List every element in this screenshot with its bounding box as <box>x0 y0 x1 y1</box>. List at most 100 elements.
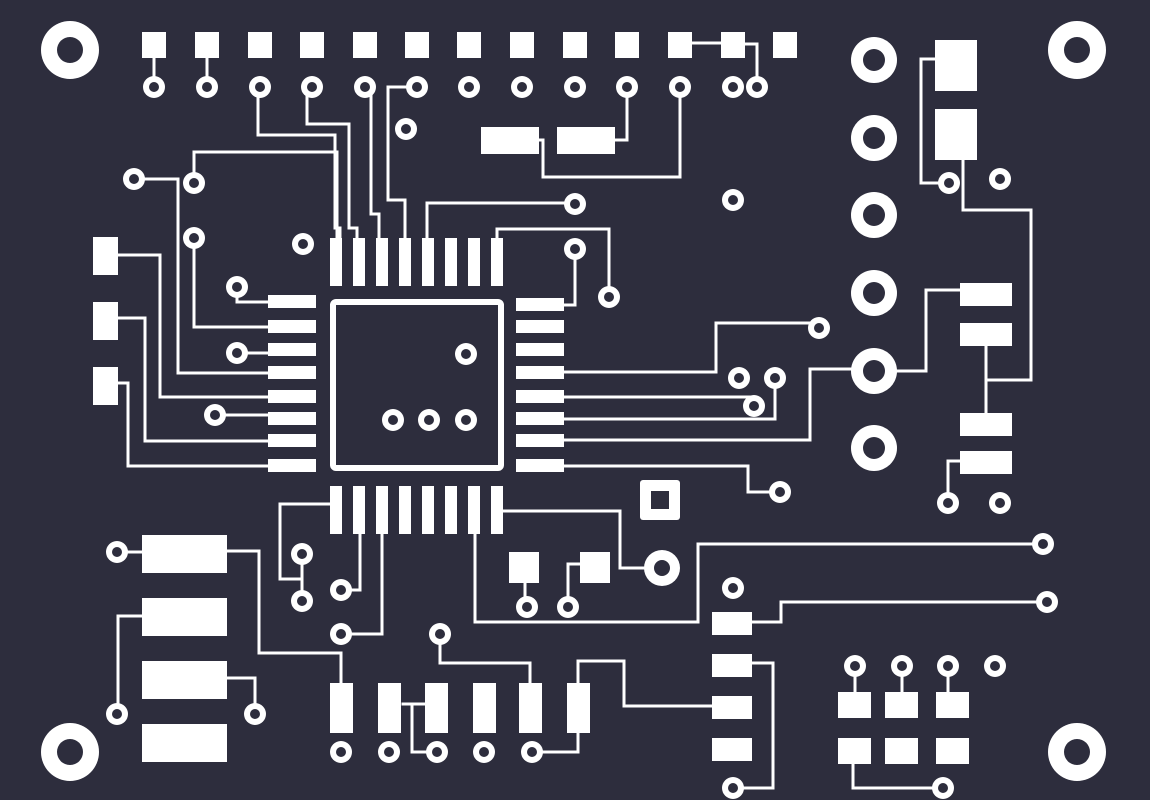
trace <box>612 85 629 142</box>
connector-pin-drill <box>863 282 885 304</box>
smd-pad-icon <box>195 32 219 58</box>
smd-pad-icon <box>268 390 316 403</box>
smd-pad-icon <box>510 32 534 58</box>
smd-pad-icon <box>516 298 564 311</box>
smd-pad-icon <box>268 366 316 379</box>
via-drill <box>943 661 953 671</box>
smd-pad-icon <box>268 343 316 356</box>
via-drill <box>570 199 580 209</box>
smd-pad-icon <box>516 366 564 379</box>
smd-pad-icon <box>376 238 388 286</box>
via-drill <box>563 602 573 612</box>
smd-pad-icon <box>516 320 564 333</box>
smd-pad-icon <box>838 738 871 764</box>
smd-pad-icon <box>353 32 377 58</box>
smd-pad-icon <box>885 738 918 764</box>
trace <box>386 85 419 242</box>
via-drill <box>112 709 122 719</box>
smd-pad-icon <box>353 486 365 534</box>
via-drill <box>897 661 907 671</box>
smd-pad-icon <box>935 109 977 160</box>
trace <box>561 464 782 494</box>
smd-pad-icon <box>445 486 457 534</box>
via-drill <box>479 747 489 757</box>
smd-pad-icon <box>142 535 227 573</box>
smd-pad-icon <box>93 367 118 405</box>
via-drill <box>675 82 685 92</box>
smd-pad-icon <box>885 692 918 718</box>
smd-pad-icon <box>773 32 797 58</box>
via-drill <box>850 661 860 671</box>
via-drill <box>189 233 199 243</box>
connector-pin-drill <box>863 360 885 382</box>
via-drill <box>412 82 422 92</box>
smd-pad-icon <box>457 32 481 58</box>
smd-pad-icon <box>268 459 316 472</box>
via-drill <box>1042 597 1052 607</box>
smd-pad-icon <box>668 32 692 58</box>
smd-pad-icon <box>712 696 752 719</box>
smd-pad-icon <box>935 40 977 91</box>
smd-pad-icon <box>330 486 342 534</box>
via-drill <box>388 415 398 425</box>
via-drill <box>250 709 260 719</box>
trace <box>495 227 611 299</box>
via-drill <box>604 292 614 302</box>
smd-pad-icon <box>509 552 539 583</box>
via-drill <box>129 174 139 184</box>
via-drill <box>461 349 471 359</box>
via-drill <box>749 401 759 411</box>
via-drill <box>432 747 442 757</box>
smd-pad-icon <box>268 295 316 308</box>
trace <box>851 762 945 790</box>
smd-pad-icon <box>142 724 227 762</box>
pad-layer <box>93 32 1012 764</box>
trace <box>561 376 777 421</box>
smd-pad-icon <box>516 390 564 403</box>
via-drill <box>728 583 738 593</box>
via-drill <box>752 82 762 92</box>
trace <box>278 502 332 581</box>
via-drill <box>570 244 580 254</box>
trace <box>566 562 582 609</box>
via-drill <box>210 410 220 420</box>
trace <box>401 702 439 754</box>
via-drill <box>232 282 242 292</box>
via-drill <box>995 174 1005 184</box>
smd-pad-icon <box>567 683 590 733</box>
via-drill <box>775 487 785 497</box>
trace <box>116 614 144 716</box>
smd-pad-icon <box>468 238 480 286</box>
via-drill <box>435 629 445 639</box>
smd-pad-icon <box>399 486 411 534</box>
trace <box>425 201 577 242</box>
trace <box>750 600 1049 624</box>
smd-pad-icon <box>468 486 480 534</box>
trace <box>192 236 270 329</box>
via-drill <box>622 82 632 92</box>
via-drill <box>202 82 212 92</box>
via-drill <box>401 124 411 134</box>
trace <box>501 509 652 570</box>
via-drill <box>770 373 780 383</box>
smd-pad-icon <box>93 237 118 275</box>
trace <box>896 288 962 373</box>
via-drill <box>527 747 537 757</box>
mounting-hole-drill <box>1064 739 1090 765</box>
via-drill <box>298 239 308 249</box>
trace <box>919 57 951 185</box>
via-drill <box>297 549 307 559</box>
via-drill <box>360 82 370 92</box>
via-drill <box>734 373 744 383</box>
trace <box>116 253 270 399</box>
mounting-hole-drill <box>57 37 83 63</box>
smd-pad-icon <box>142 32 166 58</box>
via-drill <box>728 82 738 92</box>
via-drill <box>149 82 159 92</box>
smd-pad-icon <box>422 486 434 534</box>
via-drill <box>728 195 738 205</box>
via-drill <box>336 585 346 595</box>
trace <box>961 158 1033 382</box>
via-drill <box>336 629 346 639</box>
